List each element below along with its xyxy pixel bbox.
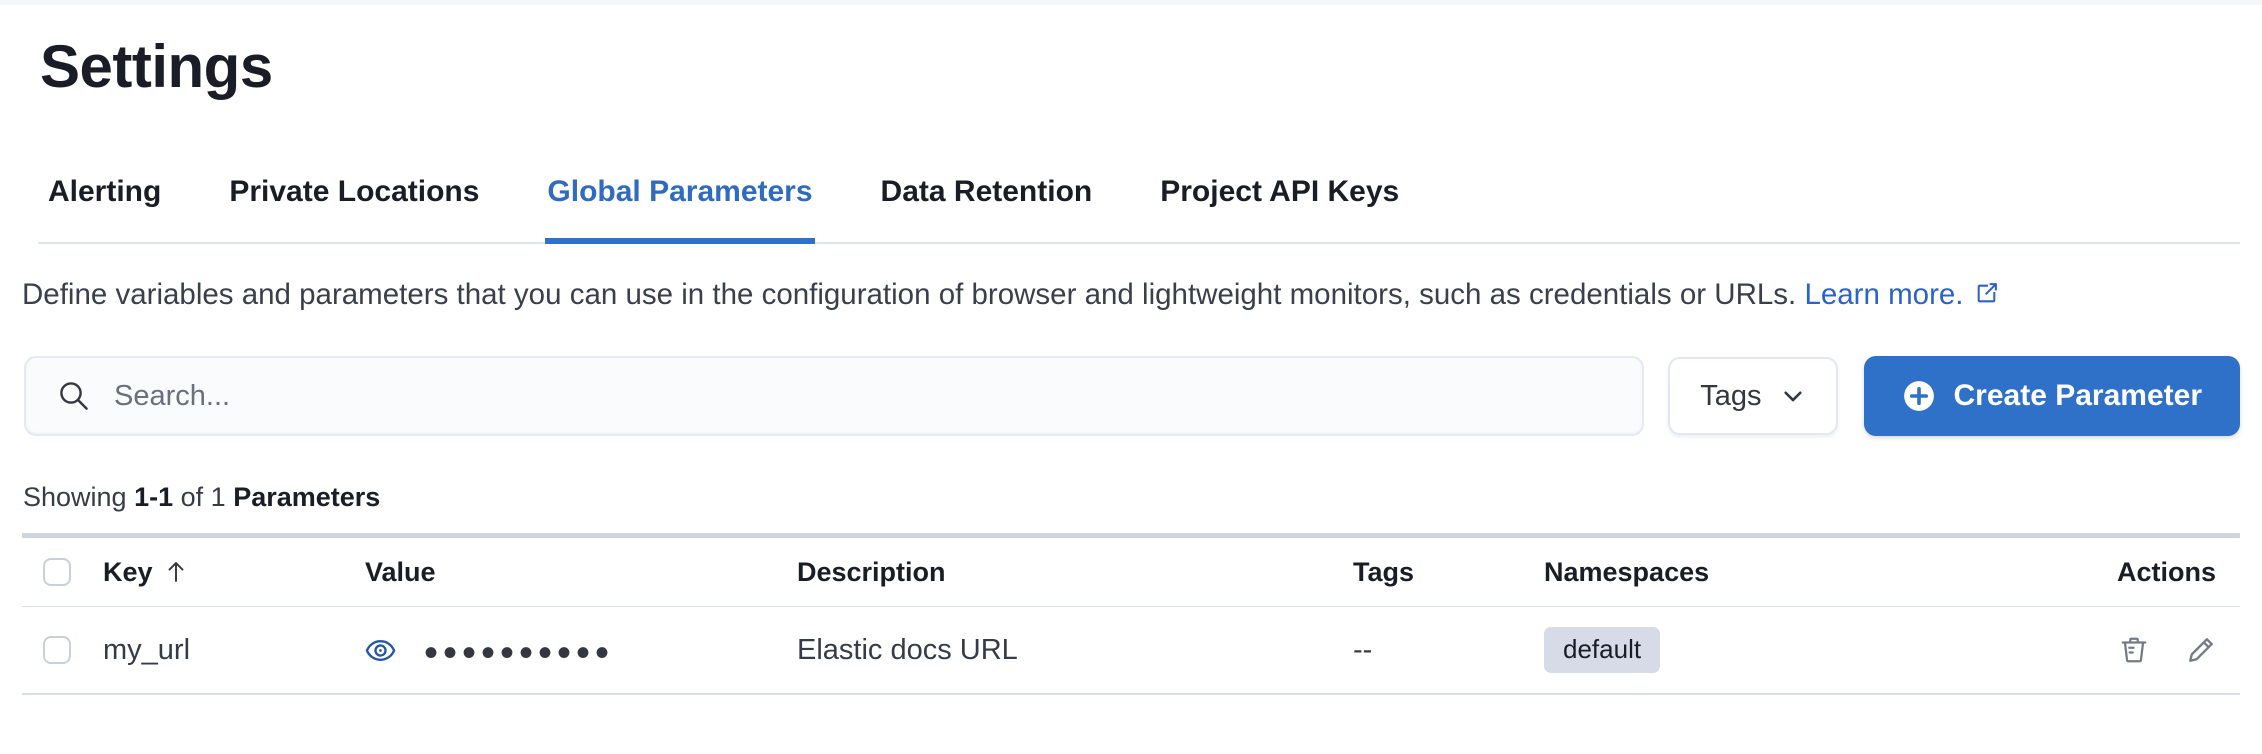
column-header-description: Description (788, 557, 1338, 588)
plus-in-circle-icon (1903, 381, 1934, 411)
external-link-icon (1977, 283, 1997, 303)
summary-entity: Parameters (233, 482, 381, 512)
tab-private-locations[interactable]: Private Locations (229, 175, 480, 208)
eye-icon[interactable] (365, 635, 396, 666)
description-header-label: Description (797, 556, 946, 587)
column-header-namespaces: Namespaces (1528, 557, 1918, 588)
tab-global-parameters[interactable]: Global Parameters (545, 173, 815, 244)
tags-filter-button[interactable]: Tags (1668, 357, 1838, 435)
tags-cell: -- (1338, 634, 1528, 667)
learn-more-link[interactable]: Learn more. (1804, 278, 1998, 311)
tab-data-retention[interactable]: Data Retention (880, 175, 1093, 208)
summary-range: 1-1 (134, 482, 174, 512)
window-top-edge (0, 0, 2262, 5)
learn-more-label: Learn more. (1804, 278, 1964, 311)
value-cell: •••••••••• (356, 631, 788, 675)
tab-project-api-keys[interactable]: Project API Keys (1160, 175, 1400, 208)
results-summary: Showing 1-1 of 1 Parameters (23, 482, 2240, 513)
masked-parameter-value: •••••••••• (424, 631, 615, 675)
actions-cell (1918, 635, 2240, 666)
description-text: Define variables and parameters that you… (22, 278, 1797, 311)
page-title: Settings (40, 33, 273, 100)
row-checkbox[interactable] (43, 636, 71, 664)
tags-header-label: Tags (1353, 556, 1415, 587)
column-header-value: Value (356, 557, 788, 588)
create-parameter-button[interactable]: Create Parameter (1863, 356, 2240, 436)
tab-alerting[interactable]: Alerting (48, 175, 162, 208)
tags-button-label: Tags (1700, 379, 1762, 412)
settings-tabs: Alerting Private Locations Global Parame… (38, 173, 2240, 244)
search-input[interactable] (114, 379, 1619, 413)
sort-up-arrow-icon (168, 562, 184, 582)
create-button-label: Create Parameter (1953, 379, 2202, 412)
pencil-icon[interactable] (2185, 635, 2216, 666)
column-header-actions: Actions (1918, 557, 2240, 588)
search-icon (60, 382, 88, 410)
key-cell: my_url (94, 634, 356, 667)
value-header-label: Value (365, 556, 436, 587)
namespaces-header-label: Namespaces (1544, 556, 1710, 587)
parameter-key: my_url (103, 633, 191, 666)
parameters-table: Key Value Description Tags Namespaces Ac… (22, 533, 2240, 695)
summary-of: of 1 (180, 482, 226, 512)
key-header-label: Key (103, 556, 153, 587)
summary-showing: Showing (23, 482, 127, 512)
search-box[interactable] (24, 356, 1645, 436)
namespaces-cell: default (1528, 627, 1918, 673)
table-row: my_url •••••••••• Elastic docs URL -- de… (22, 607, 2240, 695)
parameter-description: Elastic docs URL (797, 633, 1018, 666)
chevron-down-icon (1783, 391, 1802, 402)
select-all-checkbox[interactable] (43, 558, 71, 586)
column-header-tags: Tags (1338, 557, 1528, 588)
description-cell: Elastic docs URL (788, 634, 1338, 667)
parameters-toolbar: Tags Create Parameter (24, 356, 2240, 436)
parameter-tags: -- (1353, 633, 1373, 666)
table-header-row: Key Value Description Tags Namespaces Ac… (22, 538, 2240, 607)
page-description: Define variables and parameters that you… (22, 270, 2162, 320)
actions-header-label: Actions (2116, 556, 2216, 587)
column-header-key[interactable]: Key (94, 557, 356, 588)
trash-icon[interactable] (2119, 635, 2149, 665)
namespace-badge: default (1544, 627, 1661, 673)
